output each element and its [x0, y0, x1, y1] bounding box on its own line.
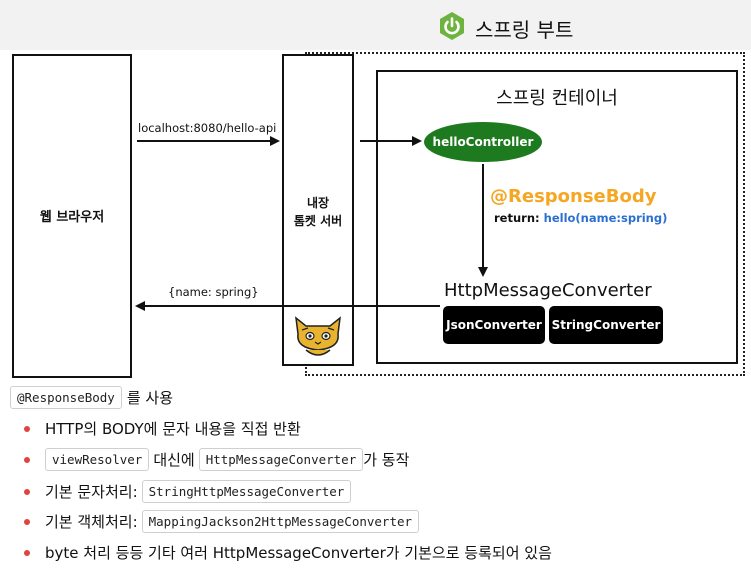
response-json-label: {name: spring}: [168, 285, 259, 299]
spring-boot-title: 스프링 부트: [475, 18, 574, 42]
bullet-3: 기본 문자처리: StringHttpMessageConverter: [24, 480, 352, 503]
bullet-dot: [24, 549, 30, 556]
bullet-dot: [24, 425, 30, 432]
spring-boot-boundary-bottom: [305, 374, 745, 376]
bullet-3-text: 기본 문자처리:: [45, 483, 138, 501]
spring-boot-boundary-right: [743, 52, 745, 376]
string-converter-code: StringHttpMessageConverter: [141, 480, 352, 503]
web-browser-box: 웹 브라우저: [12, 54, 132, 378]
server-label-line2: 톰켓 서버: [293, 214, 343, 228]
json-converter-box: JsonConverter: [443, 306, 545, 344]
spring-boot-power-icon: [440, 12, 464, 40]
bullet-5: byte 처리 등등 기타 여러 HttpMessageConverter가 기…: [24, 542, 552, 563]
tomcat-server-label: 내장 톰켓 서버: [284, 194, 352, 230]
return-value: hello(name:spring): [543, 211, 668, 225]
notes-heading: @ResponseBody 를 사용: [10, 386, 173, 409]
hello-controller-node: helloController: [424, 122, 542, 162]
tomcat-cat-icon: [295, 316, 341, 356]
bullet-4-text: 기본 객체처리:: [45, 513, 138, 531]
request-url-label: localhost:8080/hello-api: [138, 121, 277, 135]
return-statement: return: hello(name:spring): [494, 211, 667, 225]
response-body-code: @ResponseBody: [10, 386, 122, 409]
response-body-annotation: @ResponseBody: [490, 186, 657, 207]
spring-boot-band: [0, 0, 751, 50]
bullet-dot: [24, 456, 30, 463]
bullet-dot: [24, 488, 30, 495]
bullet-2: viewResolver 대신에 HttpMessageConverter 가 …: [24, 448, 409, 471]
return-prefix: return:: [494, 211, 540, 225]
server-label-line1: 내장: [306, 196, 330, 210]
bullet-1-text: HTTP의 BODY에 문자 내용을 직접 반환: [45, 420, 301, 438]
http-message-converter-title: HttpMessageConverter: [444, 280, 652, 301]
bullet-4: 기본 객체처리: MappingJackson2HttpMessageConve…: [24, 510, 420, 533]
tomcat-server-box: 내장 톰켓 서버: [282, 54, 354, 366]
bullet-2-mid: 대신에: [153, 451, 195, 469]
http-message-converter-code: HttpMessageConverter: [198, 448, 364, 471]
notes-heading-text: 를 사용: [126, 389, 174, 407]
bullet-dot: [24, 518, 30, 525]
web-browser-label: 웹 브라우저: [39, 210, 105, 225]
bullet-5-text: byte 처리 등등 기타 여러 HttpMessageConverter가 기…: [45, 544, 552, 562]
bullet-1: HTTP의 BODY에 문자 내용을 직접 반환: [24, 418, 301, 439]
bullet-2-tail: 가 동작: [363, 451, 410, 469]
spring-container-title: 스프링 컨테이너: [496, 88, 618, 109]
view-resolver-code: viewResolver: [45, 448, 150, 471]
jackson-converter-code: MappingJackson2HttpMessageConverter: [141, 510, 420, 533]
string-converter-box: StringConverter: [549, 306, 663, 344]
